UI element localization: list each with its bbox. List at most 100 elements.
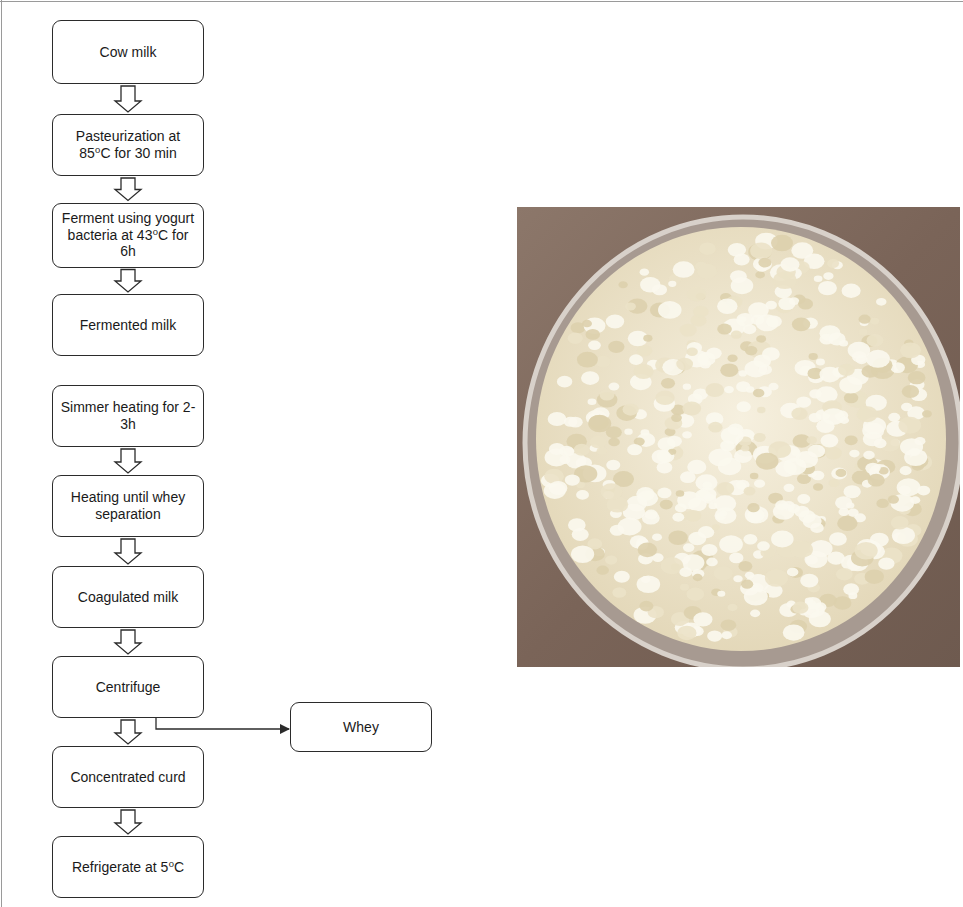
curd-crumb bbox=[734, 449, 752, 463]
curd-crumb bbox=[719, 535, 743, 553]
curd-crumb bbox=[839, 376, 862, 393]
curd-crumb bbox=[687, 348, 698, 356]
process-box: Heating until whey separation bbox=[52, 475, 204, 537]
curd-crumb bbox=[708, 422, 722, 433]
curd-crumb bbox=[686, 510, 702, 522]
flow-arrow bbox=[115, 86, 141, 112]
curd-crumb bbox=[719, 511, 727, 517]
curd-crumb bbox=[771, 530, 794, 547]
curd-crumb bbox=[829, 479, 840, 487]
curd-crumb bbox=[582, 320, 592, 327]
curd-crumb bbox=[596, 356, 611, 367]
curd-crumb bbox=[836, 568, 853, 581]
curd-crumb bbox=[724, 386, 734, 393]
flow-arrow bbox=[115, 630, 141, 654]
curd-crumb bbox=[891, 516, 909, 529]
curd-crumb bbox=[717, 299, 737, 314]
curd-crumb bbox=[917, 486, 930, 496]
box-label: Cow milk bbox=[100, 44, 157, 61]
curd-crumb bbox=[845, 435, 858, 445]
curd-crumb bbox=[741, 445, 749, 451]
curd-crumb bbox=[637, 345, 652, 357]
curd-crumb bbox=[549, 481, 568, 495]
curd-crumb bbox=[839, 340, 848, 347]
curd-crumb bbox=[798, 298, 813, 309]
curd-crumb bbox=[820, 434, 838, 447]
curd-crumb bbox=[744, 487, 756, 496]
curd-crumb bbox=[848, 508, 859, 516]
curd-crumb bbox=[757, 541, 770, 551]
box-label: Coagulated milk bbox=[78, 589, 178, 606]
curd-crumb bbox=[565, 474, 580, 485]
curd-crumb bbox=[831, 468, 847, 480]
curd-crumb bbox=[606, 315, 624, 329]
curd-crumb bbox=[754, 433, 766, 442]
curd-crumb bbox=[717, 591, 725, 597]
curd-crumb bbox=[783, 458, 806, 475]
box-label: Ferment using yogurt bacteria at 43⁰C fo… bbox=[59, 210, 197, 260]
curd-crumb bbox=[892, 527, 915, 544]
curd-crumb bbox=[668, 281, 676, 287]
curd-crumb bbox=[807, 436, 817, 444]
curd-crumb bbox=[818, 281, 837, 295]
curd-crumb bbox=[676, 358, 693, 371]
flow-arrow bbox=[115, 449, 141, 473]
curd-crumb bbox=[661, 378, 675, 389]
curd-crumb bbox=[874, 439, 887, 449]
curd-crumb bbox=[629, 354, 643, 365]
curd-crumb bbox=[727, 354, 737, 362]
curd-crumb bbox=[680, 584, 689, 591]
curd-crumb bbox=[693, 612, 712, 626]
curd-crumb bbox=[754, 479, 765, 487]
curd-crumb bbox=[756, 453, 779, 470]
curd-crumb bbox=[638, 543, 657, 558]
curd-crumb bbox=[731, 277, 754, 294]
curd-crumb bbox=[605, 555, 617, 564]
process-box: Centrifuge bbox=[52, 656, 204, 718]
curd-crumb bbox=[636, 487, 655, 501]
flow-arrow bbox=[115, 178, 141, 201]
curd-crumb bbox=[819, 367, 840, 383]
curd-crumb bbox=[797, 494, 810, 504]
curd-crumb bbox=[843, 583, 859, 595]
curd-crumb bbox=[673, 261, 695, 277]
curd-crumb bbox=[608, 341, 624, 353]
curd-crumb bbox=[609, 382, 620, 390]
curd-crumb bbox=[544, 469, 564, 484]
curd-crumb bbox=[568, 417, 583, 428]
curd-crumb bbox=[756, 335, 766, 342]
curd-crumb bbox=[814, 602, 826, 611]
curd-crumb bbox=[680, 324, 697, 337]
curd-crumb bbox=[743, 324, 756, 334]
box-label: Simmer heating for 2-3h bbox=[59, 399, 197, 433]
curd-crumb bbox=[809, 413, 822, 423]
curd-crumb bbox=[712, 524, 720, 530]
curd-crumb bbox=[744, 588, 768, 606]
curd-crumb bbox=[577, 352, 598, 368]
curd-crumb bbox=[640, 277, 660, 292]
curd-photo bbox=[517, 207, 960, 667]
box-label: Heating until whey separation bbox=[59, 489, 197, 523]
curd-crumb bbox=[898, 485, 911, 494]
curd-crumb bbox=[758, 258, 771, 268]
process-box: Refrigerate at 5⁰C bbox=[52, 836, 204, 898]
curd-crumb bbox=[699, 242, 716, 254]
curd-crumb bbox=[791, 541, 813, 558]
curd-crumb bbox=[643, 335, 652, 342]
curd-crumb bbox=[581, 371, 599, 385]
curd-crumb bbox=[827, 259, 839, 268]
curd-crumb bbox=[606, 460, 620, 471]
curd-crumb bbox=[796, 396, 811, 407]
curd-crumb bbox=[813, 483, 823, 491]
curd-crumb bbox=[870, 318, 879, 325]
curd-crumb bbox=[897, 478, 921, 496]
curd-crumb bbox=[755, 271, 765, 278]
curd-crumb bbox=[762, 347, 780, 360]
curd-crumb bbox=[688, 532, 706, 545]
curd-crumb bbox=[827, 552, 845, 565]
curd-crumb bbox=[559, 456, 570, 464]
process-box: Cow milk bbox=[52, 20, 204, 84]
curd-crumbs bbox=[541, 233, 932, 642]
box-label: Concentrated curd bbox=[70, 769, 185, 786]
